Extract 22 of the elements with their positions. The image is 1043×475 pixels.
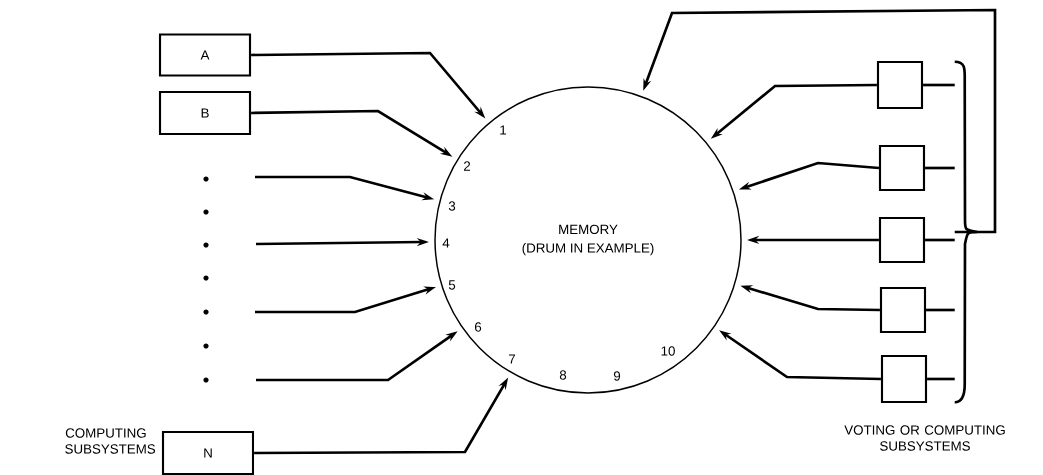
subsystem-box: N — [161, 430, 255, 475]
subsystem-box — [876, 60, 924, 110]
curly-brace — [954, 60, 979, 404]
track-number: 3 — [448, 201, 456, 211]
caption: VOTING OR COMPUTING SUBSYSTEMS — [844, 425, 1005, 451]
track-number: 2 — [463, 161, 471, 171]
track-number: 7 — [509, 354, 516, 364]
subsystem-box — [878, 144, 926, 192]
track-number: 10 — [661, 346, 675, 356]
subsystem-box — [879, 286, 927, 334]
track-number: 6 — [474, 322, 482, 332]
track-number: 8 — [559, 370, 567, 380]
subsystem-box: A — [158, 33, 252, 77]
track-number: 1 — [500, 125, 507, 135]
track-number: 9 — [613, 371, 621, 381]
track-number: 5 — [448, 280, 456, 290]
arrow — [643, 8, 997, 234]
node-label: COMPUTING SUBSYSTEMS — [65, 428, 156, 454]
track-number: 4 — [442, 238, 450, 248]
subsystem-box: B — [158, 90, 252, 136]
subsystem-box — [878, 216, 926, 264]
subsystem-box — [880, 354, 928, 404]
